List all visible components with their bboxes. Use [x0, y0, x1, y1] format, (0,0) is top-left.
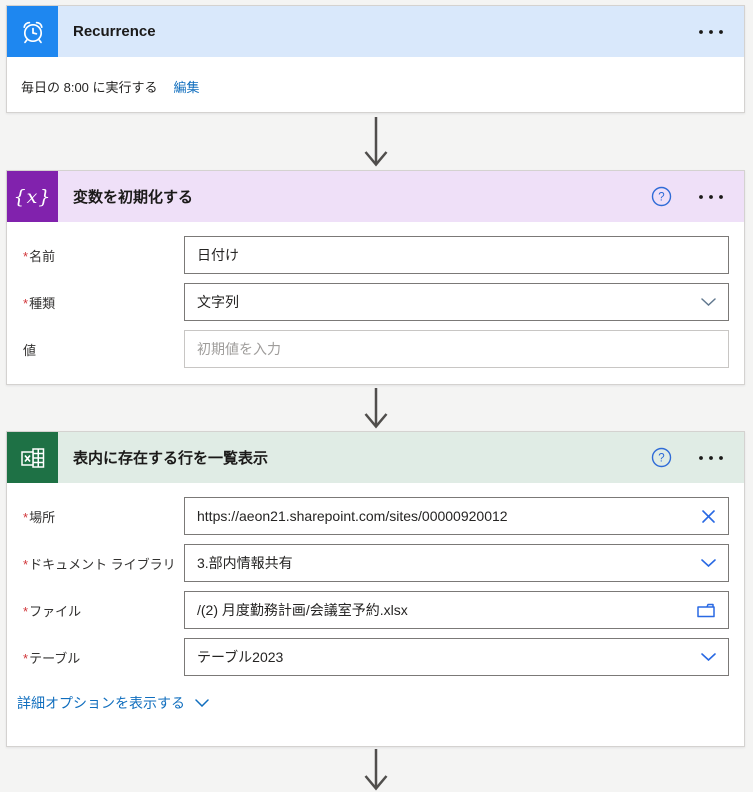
library-field-label: *ドキュメント ライブラリ	[23, 556, 176, 572]
selected-value: 文字列	[197, 294, 239, 310]
ellipsis-icon	[699, 194, 723, 199]
document-library-dropdown[interactable]: 3.部内情報共有	[184, 544, 729, 582]
excel-card-header[interactable]: 表内に存在する行を一覧表示 ?	[7, 432, 744, 483]
clear-icon[interactable]	[693, 509, 716, 524]
input-value: https://aeon21.sharepoint.com/sites/0000…	[197, 508, 508, 524]
initialize-variable-card: {x} 変数を初期化する ? *名前 日付け	[6, 170, 745, 385]
field-row-value: 値 初期値を入力	[17, 330, 729, 368]
required-marker: *	[23, 650, 29, 666]
field-row-file: *ファイル /(2) 月度勤務計画/会議室予約.xlsx	[17, 591, 729, 629]
initialize-variable-card-header[interactable]: {x} 変数を初期化する ?	[7, 171, 744, 222]
table-field-label: *テーブル	[23, 650, 81, 666]
required-marker: *	[23, 248, 29, 264]
help-button[interactable]: ?	[651, 186, 672, 207]
field-row-location: *場所 https://aeon21.sharepoint.com/sites/…	[17, 497, 729, 535]
connector-arrow	[364, 749, 388, 791]
connector-arrow	[364, 117, 388, 167]
card-title: Recurrence	[73, 23, 156, 40]
help-icon: ?	[651, 447, 672, 468]
field-row-library: *ドキュメント ライブラリ 3.部内情報共有	[17, 544, 729, 582]
more-options-button[interactable]	[698, 190, 724, 204]
variable-type-dropdown[interactable]: 文字列	[184, 283, 729, 321]
recurrence-card: Recurrence 毎日の 8:00 に実行する 編集	[6, 5, 745, 113]
recurrence-summary: 毎日の 8:00 に実行する	[21, 80, 158, 95]
required-marker: *	[23, 509, 29, 525]
chevron-down-icon	[195, 699, 209, 707]
excel-icon	[7, 432, 58, 483]
help-icon: ?	[651, 186, 672, 207]
variable-fx-icon: {x}	[7, 171, 58, 222]
selected-value: テーブル2023	[197, 649, 284, 665]
ellipsis-icon	[699, 29, 723, 34]
card-title: 表内に存在する行を一覧表示	[73, 450, 269, 467]
ellipsis-icon	[699, 455, 723, 460]
input-value: 日付け	[197, 247, 239, 263]
chevron-down-icon[interactable]	[693, 653, 716, 661]
file-input[interactable]: /(2) 月度勤務計画/会議室予約.xlsx	[184, 591, 729, 629]
card-title: 変数を初期化する	[73, 189, 194, 206]
more-options-button[interactable]	[698, 25, 724, 39]
folder-picker-icon[interactable]	[689, 603, 716, 618]
input-value: /(2) 月度勤務計画/会議室予約.xlsx	[197, 602, 408, 618]
variable-name-input[interactable]: 日付け	[184, 236, 729, 274]
required-marker: *	[23, 603, 29, 619]
field-row-name: *名前 日付け	[17, 236, 729, 274]
required-marker: *	[23, 295, 29, 311]
name-field-label: *名前	[23, 248, 56, 264]
field-row-type: *種類 文字列	[17, 283, 729, 321]
show-advanced-options-link[interactable]: 詳細オプションを表示する	[17, 693, 209, 713]
variable-value-input[interactable]: 初期値を入力	[184, 330, 729, 368]
svg-text:?: ?	[658, 192, 664, 204]
svg-text:?: ?	[658, 453, 664, 465]
chevron-down-icon[interactable]	[693, 298, 716, 306]
location-input[interactable]: https://aeon21.sharepoint.com/sites/0000…	[184, 497, 729, 535]
chevron-down-icon[interactable]	[693, 559, 716, 567]
table-dropdown[interactable]: テーブル2023	[184, 638, 729, 676]
required-marker: *	[23, 556, 29, 572]
recurrence-clock-icon	[7, 6, 58, 57]
value-field-label: 値	[23, 342, 37, 358]
excel-list-rows-card: 表内に存在する行を一覧表示 ? *場所 https://aeon21.share…	[6, 431, 745, 747]
recurrence-card-header[interactable]: Recurrence	[7, 6, 744, 57]
help-button[interactable]: ?	[651, 447, 672, 468]
edit-recurrence-link[interactable]: 編集	[173, 80, 200, 95]
more-options-button[interactable]	[698, 451, 724, 465]
type-field-label: *種類	[23, 295, 56, 311]
connector-arrow	[364, 388, 388, 429]
file-field-label: *ファイル	[23, 603, 82, 619]
field-row-table: *テーブル テーブル2023	[17, 638, 729, 676]
input-placeholder: 初期値を入力	[197, 341, 281, 357]
location-field-label: *場所	[23, 509, 56, 525]
selected-value: 3.部内情報共有	[197, 555, 293, 571]
